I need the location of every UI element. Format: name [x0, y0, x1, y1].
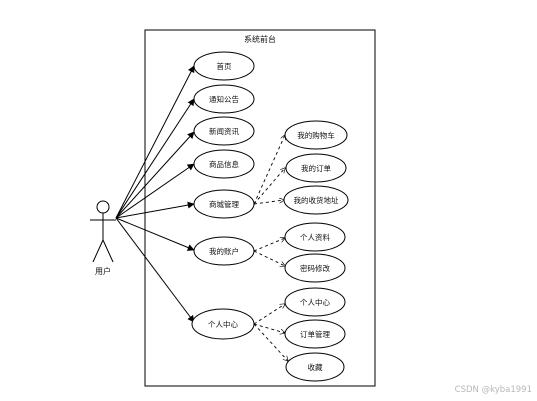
use-case-account[interactable]: 我的账户 [193, 236, 255, 266]
extension-links [253, 135, 288, 361]
use-case-news-label: 新闻资讯 [209, 126, 239, 136]
assoc-product [115, 163, 195, 219]
use-case-ordermgmt-label: 订单管理 [300, 329, 330, 339]
actor-head [96, 200, 110, 214]
dep-profile [253, 238, 285, 252]
use-case-center-label: 个人中心 [208, 319, 238, 329]
actor-user: 用户 [90, 200, 116, 276]
use-case-center2[interactable]: 个人中心 [284, 287, 346, 317]
system-title: 系统前台 [244, 34, 276, 44]
use-case-account-ellipse[interactable] [193, 236, 255, 266]
use-case-ordermgmt[interactable]: 订单管理 [284, 319, 346, 349]
use-case-profile-ellipse[interactable] [284, 222, 346, 252]
use-case-product-label: 商品信息 [209, 159, 239, 169]
assoc-news [115, 131, 195, 219]
use-case-orders-ellipse[interactable] [285, 153, 347, 183]
use-case-favorites-label: 收藏 [308, 362, 323, 372]
use-case-cart-label: 我的购物车 [297, 130, 335, 140]
system-boundary [144, 29, 376, 387]
assoc-mall [115, 201, 195, 219]
dep-cart [253, 135, 285, 205]
use-case-password[interactable]: 密码修改 [284, 253, 346, 283]
use-case-orders[interactable]: 我的订单 [285, 153, 347, 183]
use-case-favorites[interactable]: 收藏 [285, 352, 345, 382]
use-case-address-ellipse[interactable] [283, 185, 349, 215]
use-case-mall-ellipse[interactable] [193, 189, 255, 219]
dep-center2 [253, 304, 285, 325]
dep-favorites [253, 323, 288, 361]
use-case-product[interactable]: 商品信息 [193, 149, 255, 179]
use-case-news[interactable]: 新闻资讯 [193, 116, 255, 146]
use-case-center2-ellipse[interactable] [284, 287, 346, 317]
watermark: CSDN @kyba1991 [455, 385, 532, 395]
actor-right-leg [102, 239, 114, 263]
associations [115, 65, 195, 323]
dep-orders [253, 168, 285, 205]
use-case-address[interactable]: 我的收货地址 [283, 185, 349, 215]
actor-label: 用户 [95, 266, 111, 276]
use-case-notice-label: 通知公告 [209, 94, 239, 104]
assoc-notice [115, 98, 195, 219]
actor-left-leg [92, 239, 104, 263]
use-case-orders-label: 我的订单 [301, 163, 331, 173]
assoc-account [115, 217, 195, 251]
use-case-notice[interactable]: 通知公告 [193, 84, 255, 114]
use-case-center[interactable]: 个人中心 [191, 308, 255, 340]
use-case-password-ellipse[interactable] [284, 253, 346, 283]
use-case-ordermgmt-ellipse[interactable] [284, 319, 346, 349]
use-case-home-ellipse[interactable] [193, 51, 255, 81]
use-case-mall[interactable]: 商城管理 [193, 189, 255, 219]
use-case-profile-label: 个人资料 [300, 232, 330, 242]
use-case-home[interactable]: 首页 [193, 51, 255, 81]
use-case-news-ellipse[interactable] [193, 116, 255, 146]
use-case-mall-label: 商城管理 [209, 199, 239, 209]
dep-ordermgmt [253, 323, 285, 333]
dep-password [253, 250, 285, 266]
use-case-cart[interactable]: 我的购物车 [284, 120, 348, 150]
assoc-center [115, 217, 195, 323]
use-case-center-ellipse[interactable] [191, 308, 255, 340]
use-case-notice-ellipse[interactable] [193, 84, 255, 114]
assoc-home [115, 65, 195, 219]
use-case-home-label: 首页 [217, 61, 232, 71]
dep-address [253, 200, 284, 205]
use-case-favorites-ellipse[interactable] [285, 352, 345, 382]
use-case-product-ellipse[interactable] [193, 149, 255, 179]
use-case-password-label: 密码修改 [300, 263, 330, 273]
use-case-account-label: 我的账户 [209, 246, 239, 256]
use-case-cart-ellipse[interactable] [284, 120, 348, 150]
use-case-address-label: 我的收货地址 [294, 195, 339, 205]
use-case-profile[interactable]: 个人资料 [284, 222, 346, 252]
use-case-center2-label: 个人中心 [300, 297, 330, 307]
